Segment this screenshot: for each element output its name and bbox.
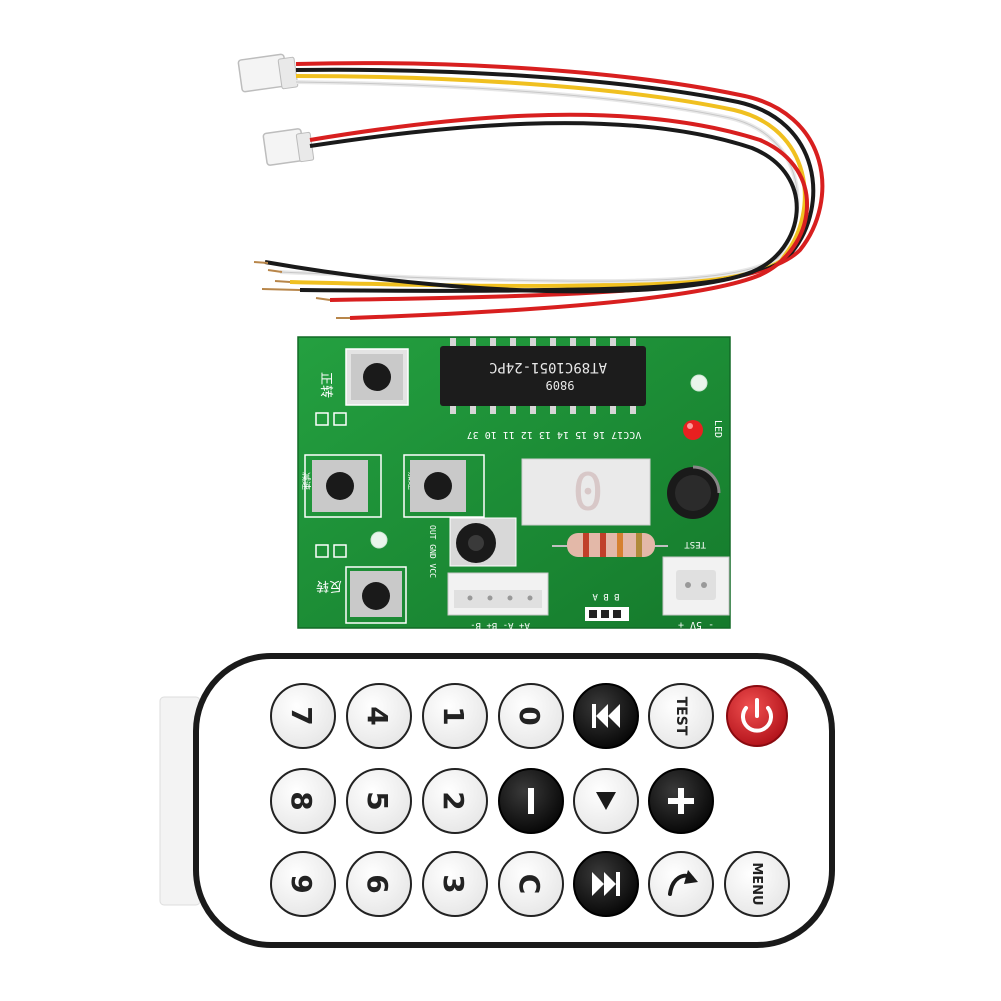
key-previous[interactable]	[573, 683, 639, 749]
key-0[interactable]: 0	[498, 683, 564, 749]
power-icon	[741, 698, 773, 733]
key-8[interactable]: 8	[270, 768, 336, 834]
led-label: LED	[712, 420, 723, 438]
skip-next-icon	[592, 872, 620, 896]
button-forward[interactable]	[345, 348, 409, 406]
button-reverse[interactable]	[345, 566, 407, 624]
svg-text:5: 5	[361, 791, 394, 810]
key-play[interactable]	[573, 768, 639, 834]
return-icon	[668, 870, 698, 896]
label-decelerate: 减速	[300, 472, 312, 490]
key-menu[interactable]: MENU	[724, 851, 790, 917]
ir-remote: 7 4 1 0 TEST 8 5 2	[159, 653, 835, 948]
key-minus[interactable]	[498, 768, 564, 834]
mounting-hole	[370, 531, 388, 549]
capacitor	[667, 465, 721, 519]
key-1[interactable]: 1	[422, 683, 488, 749]
power-label: - 5V +	[678, 619, 714, 630]
key-c[interactable]: C	[498, 851, 564, 917]
microcontroller-chip: AT89C1051-24PC 9809	[440, 338, 646, 414]
svg-text:6: 6	[361, 874, 394, 893]
svg-text:MENU: MENU	[749, 862, 764, 905]
svg-text:2: 2	[437, 791, 470, 810]
label-forward: 正转	[318, 372, 333, 398]
key-3[interactable]: 3	[422, 851, 488, 917]
plus-icon	[668, 788, 694, 814]
key-return[interactable]	[648, 851, 714, 917]
button-accelerate[interactable]	[403, 454, 485, 518]
connector-2pin	[262, 128, 315, 166]
stripped-wire-ends	[253, 261, 350, 319]
svg-text:0: 0	[513, 706, 546, 725]
power-connector[interactable]	[662, 556, 730, 616]
chip-label: AT89C1051-24PC	[489, 359, 607, 375]
key-plus[interactable]	[648, 768, 714, 834]
key-6[interactable]: 6	[346, 851, 412, 917]
key-power[interactable]	[726, 685, 788, 747]
mounting-hole	[690, 374, 708, 392]
svg-text:9: 9	[285, 874, 318, 893]
svg-text:4: 4	[361, 706, 394, 725]
test-label: TEST	[684, 539, 706, 549]
ir-receiver	[449, 517, 517, 567]
connector-label: A+ A- B+ B-	[470, 620, 530, 630]
minus-icon	[528, 788, 534, 814]
motor-connector[interactable]	[447, 572, 549, 616]
ir-pin-labels: OUT GND VCC	[428, 525, 437, 578]
label-reverse: 反转	[316, 578, 342, 593]
silkscreen-pads	[315, 412, 347, 558]
key-4[interactable]: 4	[346, 683, 412, 749]
connector-4pin	[237, 53, 299, 93]
jumper-label: B B A	[592, 591, 620, 601]
button-decelerate[interactable]	[304, 454, 382, 518]
svg-text:3: 3	[437, 874, 470, 893]
key-next[interactable]	[573, 851, 639, 917]
display-digit: 0	[572, 459, 603, 519]
led	[683, 420, 703, 440]
svg-text:7: 7	[285, 706, 318, 725]
svg-text:8: 8	[285, 791, 318, 810]
seven-segment-display: 0	[521, 458, 651, 526]
skip-previous-icon	[592, 704, 620, 728]
key-9[interactable]: 9	[270, 851, 336, 917]
svg-text:C: C	[513, 874, 546, 895]
driver-board: 正转 反转 减速 加速	[297, 336, 731, 630]
svg-text:TEST: TEST	[673, 697, 689, 736]
key-2[interactable]: 2	[422, 768, 488, 834]
play-icon	[596, 792, 616, 810]
key-5[interactable]: 5	[346, 768, 412, 834]
key-test[interactable]: TEST	[648, 683, 714, 749]
resistor	[552, 533, 668, 557]
jumper-pads	[585, 607, 629, 621]
key-7[interactable]: 7	[270, 683, 336, 749]
wire-harness	[237, 53, 825, 320]
chip-date-code: 9809	[546, 378, 575, 392]
svg-text:1: 1	[437, 706, 470, 725]
pin-labels: VCC17 16 15 14 13 12 11 10 37	[467, 429, 642, 440]
